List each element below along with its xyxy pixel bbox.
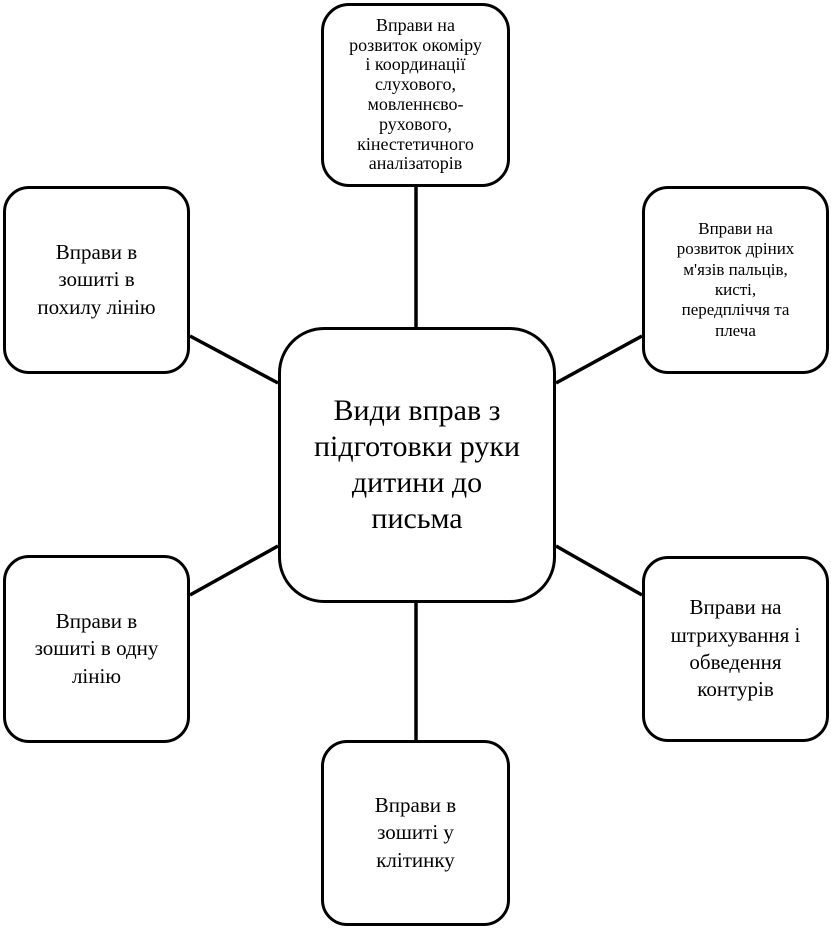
central-topic-box: Види вправ з підготовки руки дитини до п… [278, 327, 556, 603]
node-slanted-line-notebook-exercises: Вправи в зошиті в похилу лінію [3, 186, 190, 374]
node-label: Вправи на розвиток окоміру і координації… [349, 14, 482, 174]
node-fine-muscle-exercises: Вправи на розвиток дріних м'язів пальців… [642, 186, 829, 374]
connector-top-left [189, 334, 279, 385]
node-grid-notebook-exercises: Вправи в зошиті у клітинку [321, 740, 510, 926]
connector-top-right [555, 334, 643, 385]
node-label: Вправи на штрихування і обведення контур… [670, 595, 801, 702]
node-eye-coordination-exercises: Вправи на розвиток окоміру і координації… [321, 3, 510, 187]
central-topic-label: Види вправ з підготовки руки дитини до п… [313, 394, 521, 535]
node-label: Вправи в зошиті в похилу лінію [37, 240, 156, 319]
node-label: Вправи в зошиті у клітинку [374, 793, 457, 872]
node-label: Вправи на розвиток дріних м'язів пальців… [676, 218, 795, 340]
node-single-line-notebook-exercises: Вправи в зошиті в одну лінію [3, 555, 190, 743]
node-shading-tracing-exercises: Вправи на штрихування і обведення контур… [642, 556, 829, 742]
connector-bottom-left [189, 544, 279, 597]
connector-bottom-right [555, 544, 643, 597]
node-label: Вправи в зошиті в одну лінію [34, 609, 159, 688]
